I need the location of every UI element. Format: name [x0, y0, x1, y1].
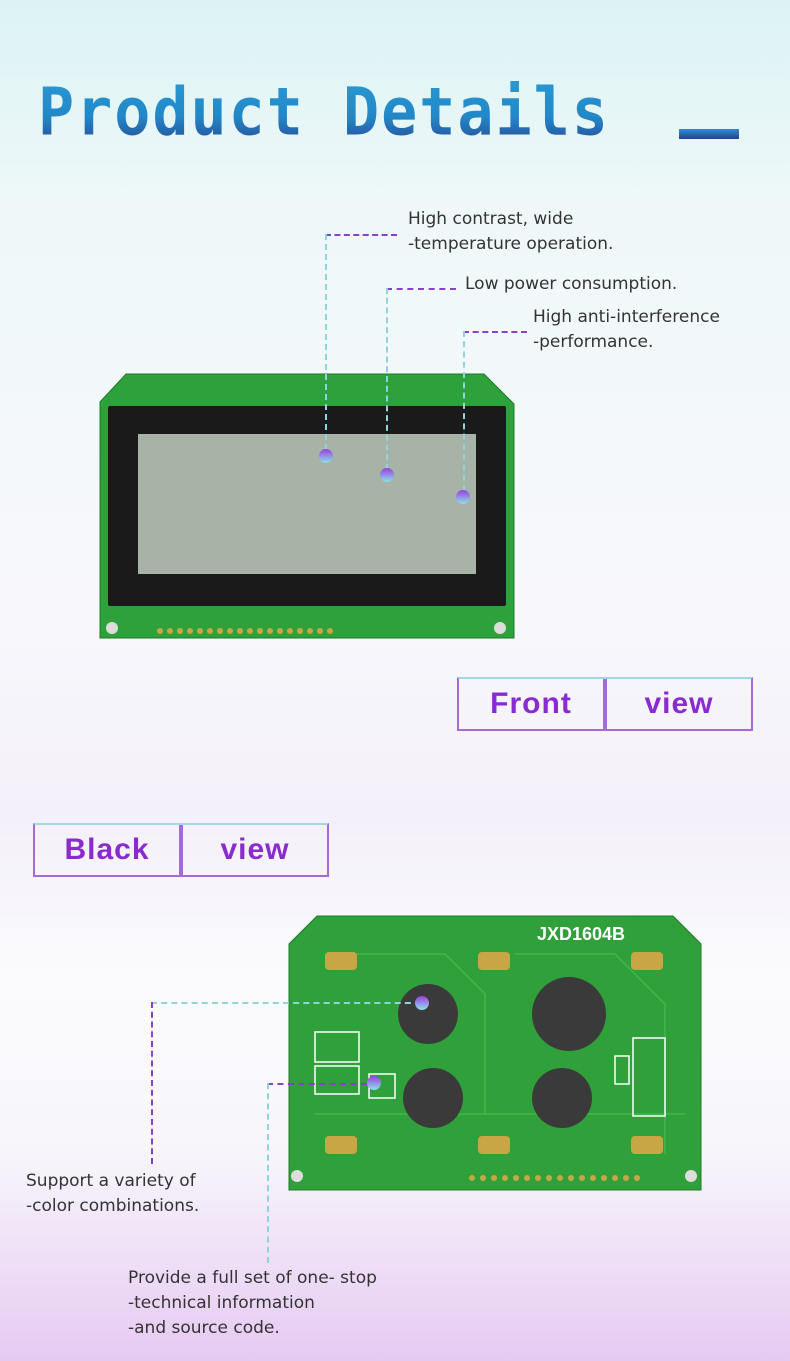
feature-colors: Support a variety of-color combinations. — [26, 1171, 200, 1216]
callout-line — [151, 1002, 421, 1004]
feature-tech-info: Provide a full set of one- stop-technica… — [128, 1268, 377, 1338]
callout-line — [386, 288, 456, 290]
callout-line — [386, 288, 388, 470]
callout-line — [463, 331, 527, 333]
lcd-front-image — [99, 373, 515, 639]
lcd-back-image: JXD1604B — [285, 914, 703, 1192]
callout-line — [325, 234, 327, 450]
feature-interference: High anti-interference-performance. — [533, 307, 720, 352]
back-view-label: Black view — [33, 823, 329, 877]
feature-contrast: High contrast, wide-temperature operatio… — [408, 209, 614, 254]
callout-dot — [380, 468, 394, 482]
title-underline — [679, 129, 739, 139]
callout-dot — [319, 449, 333, 463]
back-label-word: Black — [64, 833, 150, 866]
feature-power: Low power consumption. — [465, 274, 678, 294]
page-title: Product Details — [38, 74, 610, 151]
view-label-word: view — [644, 687, 714, 720]
callout-line — [151, 1002, 153, 1164]
callout-line — [463, 331, 465, 491]
callout-dot — [415, 996, 429, 1010]
view-label-word: view — [220, 833, 290, 866]
front-view-label: Front view — [457, 677, 753, 731]
callout-dot — [456, 490, 470, 504]
board-model-label: JXD1604B — [537, 924, 626, 944]
callout-line — [267, 1083, 367, 1085]
front-label-word: Front — [490, 687, 572, 720]
callout-line — [325, 234, 397, 236]
callout-dot — [367, 1076, 381, 1090]
callout-line — [267, 1083, 269, 1263]
